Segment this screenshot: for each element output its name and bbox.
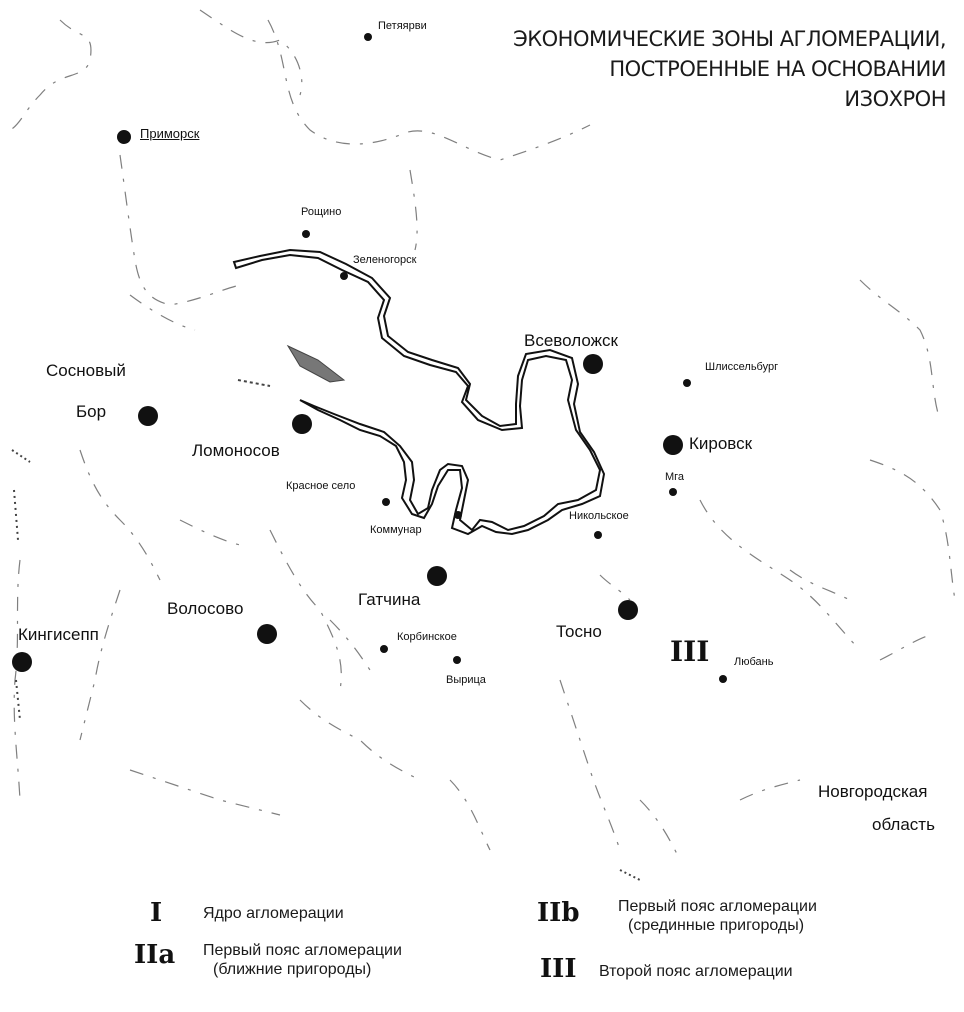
- dot-petyayarvi: [364, 33, 372, 41]
- map-title-line-3: ИЗОХРОН: [844, 87, 946, 111]
- label-korbinskoe: Корбинское: [397, 631, 457, 643]
- label-vyritsa: Вырица: [446, 674, 486, 686]
- dot-gatchina: [427, 566, 447, 586]
- isochrone-lines: [9, 9, 956, 861]
- kotlin-island: [286, 344, 346, 383]
- label-sosnovy-bor-line2: Бор: [76, 402, 107, 421]
- label-shlisselburg: Шлиссельбург: [705, 361, 779, 373]
- label-petyayarvi: Петяярви: [378, 20, 427, 32]
- label-kirovsk: Кировск: [689, 434, 753, 453]
- dot-kommunar: [454, 511, 462, 519]
- label-novgorod-line1: Новгородская: [818, 782, 928, 801]
- map-title: ЭКОНОМИЧЕСКИЕ ЗОНЫ АГЛОМЕРАЦИИ, ПОСТРОЕН…: [426, 24, 946, 114]
- dot-korbinskoe: [380, 645, 388, 653]
- label-roshchino: Рощино: [301, 206, 342, 218]
- dot-zelenogorsk: [340, 272, 348, 280]
- dot-vyritsa: [453, 656, 461, 664]
- settlements: [12, 33, 727, 683]
- dot-shlisselburg: [683, 379, 691, 387]
- label-lomonosov: Ломоносов: [192, 441, 280, 460]
- dot-sosnovy-bor: [138, 406, 158, 426]
- label-kingisepp: Кингисепп: [18, 625, 99, 644]
- dot-nikolskoe: [594, 531, 602, 539]
- label-kommunar: Коммунар: [370, 524, 422, 536]
- dot-krasnoe-selo: [382, 498, 390, 506]
- coast-marks: [11, 379, 641, 881]
- label-zelenogorsk: Зеленогорск: [353, 254, 417, 266]
- label-volosovo: Волосово: [167, 599, 244, 618]
- label-sosnovy-bor-line1: Сосновый: [46, 361, 126, 380]
- label-vsevolozhsk: Всеволожск: [524, 331, 618, 350]
- map-title-line-1: ЭКОНОМИЧЕСКИЕ ЗОНЫ АГЛОМЕРАЦИИ,: [513, 27, 946, 51]
- dot-luban: [719, 675, 727, 683]
- dot-roshchino: [302, 230, 310, 238]
- dot-kirovsk: [663, 435, 683, 455]
- dot-lomonosov: [292, 414, 312, 434]
- label-gatchina: Гатчина: [358, 590, 421, 609]
- dot-mga: [669, 488, 677, 496]
- label-luban: Любань: [734, 656, 774, 668]
- label-krasnoe-selo: Красное село: [286, 480, 356, 492]
- label-primorsk: Приморск: [140, 126, 200, 141]
- dot-primorsk: [117, 130, 131, 144]
- map-title-line-2: ПОСТРОЕННЫЕ НА ОСНОВАНИИ: [609, 57, 946, 81]
- dot-kingisepp: [12, 652, 32, 672]
- label-tosno: Тосно: [556, 622, 602, 641]
- dot-vsevolozhsk: [583, 354, 603, 374]
- label-nikolskoe: Никольское: [569, 510, 629, 522]
- dot-volosovo: [257, 624, 277, 644]
- zone-marker-iii: III: [670, 635, 710, 668]
- city-core-boundary: [232, 248, 606, 536]
- label-mga: Мга: [665, 471, 685, 483]
- label-novgorod-line2: область: [872, 815, 935, 834]
- dot-tosno: [618, 600, 638, 620]
